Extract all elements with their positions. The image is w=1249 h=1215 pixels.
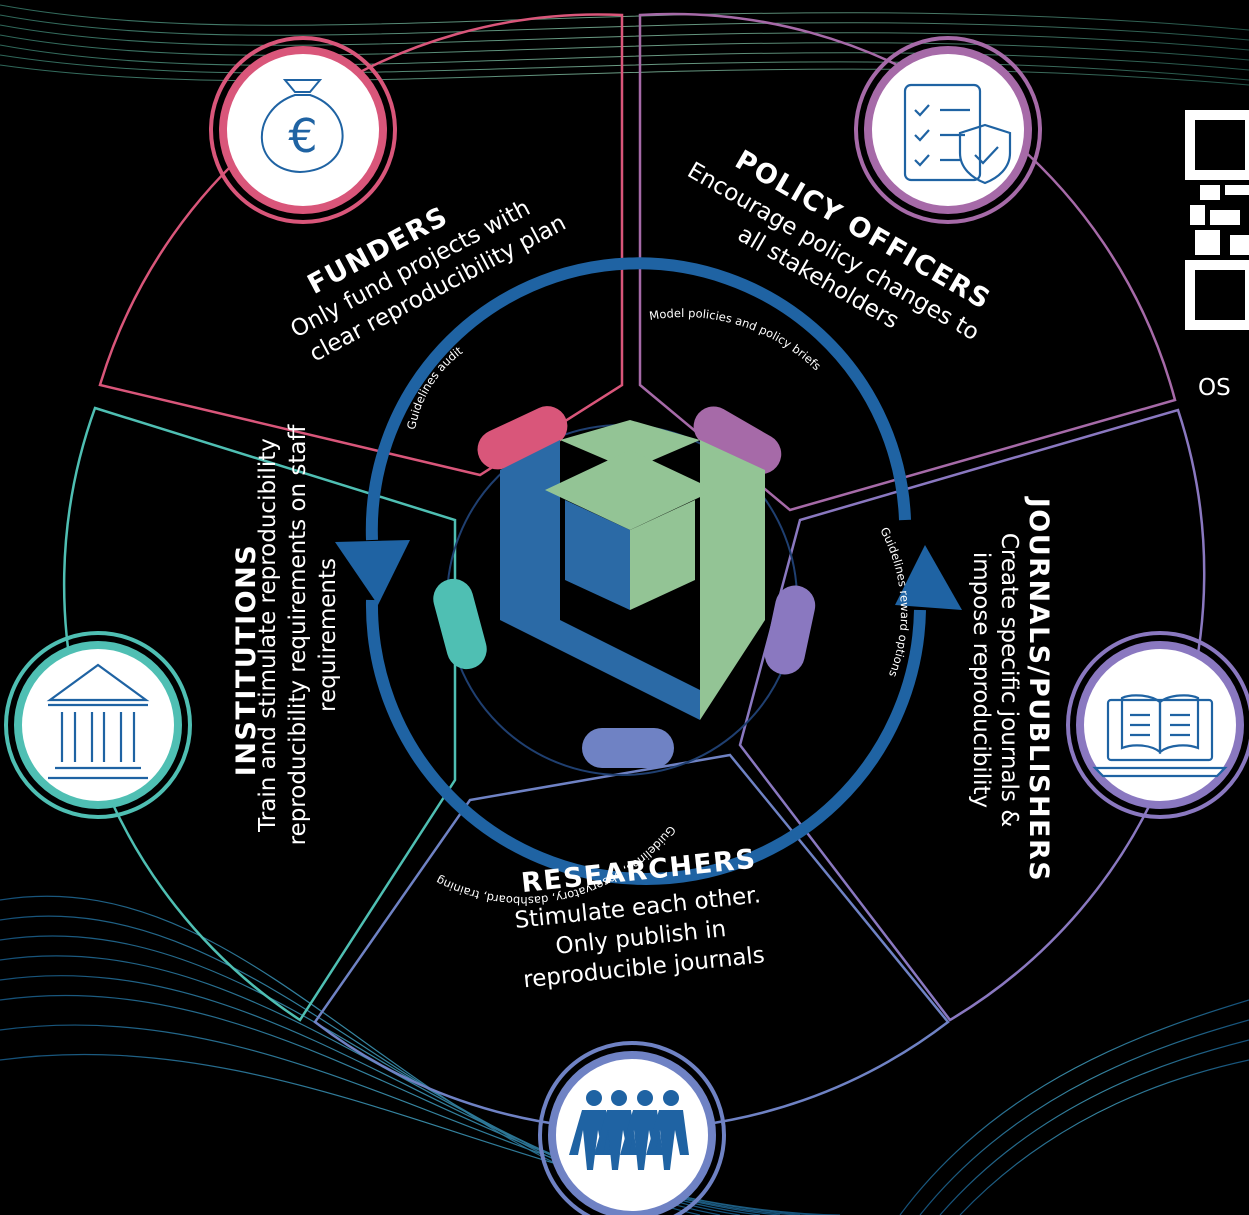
institutions-line1: Train and stimulate reproducibility xyxy=(255,438,281,833)
institution-building-icon xyxy=(46,663,150,780)
journals-line1: Create specific journals & xyxy=(996,533,1022,827)
open-book-laptop-icon xyxy=(1092,694,1228,778)
institutions-line2: reproducibility requirements on staff xyxy=(285,423,311,845)
researchers-pill xyxy=(582,728,674,768)
journals-title: JOURNALS/PUBLISHERS xyxy=(1023,496,1054,882)
institutions-line3: requirements xyxy=(315,558,341,712)
qr-code-icon xyxy=(1185,110,1249,330)
policy-pill xyxy=(693,406,782,474)
institutions-pill xyxy=(433,578,487,670)
funders-icon-badge: € xyxy=(209,36,397,224)
euro-moneybag-icon: € xyxy=(260,79,344,174)
cube-logo xyxy=(500,420,765,720)
side-label: OS xyxy=(1198,375,1231,401)
journals-line2: impose reproducibility xyxy=(968,552,994,808)
bottom-wave-decoration xyxy=(0,895,1249,1215)
svg-text:€: € xyxy=(288,109,317,163)
journals-icon-badge xyxy=(1066,631,1249,819)
journals-pill xyxy=(764,585,816,675)
researchers-icon-badge xyxy=(538,1041,726,1215)
institutions-icon-badge xyxy=(4,631,192,819)
funders-pill xyxy=(477,406,568,470)
policy-icon-badge xyxy=(854,36,1042,224)
top-wave-decoration xyxy=(0,4,1249,86)
journals-text-block: JOURNALS/PUBLISHERS Create specific jour… xyxy=(968,496,1054,882)
people-group-icon xyxy=(569,1090,689,1170)
institutions-text-block: INSTITUTIONS Train and stimulate reprodu… xyxy=(231,423,341,845)
cycle-arrowhead-right xyxy=(895,545,962,610)
cycle-arrowhead-left xyxy=(335,540,410,605)
checklist-shield-icon xyxy=(903,83,1012,185)
cycle-arrow xyxy=(365,257,926,886)
institutions-title: INSTITUTIONS xyxy=(231,544,262,776)
